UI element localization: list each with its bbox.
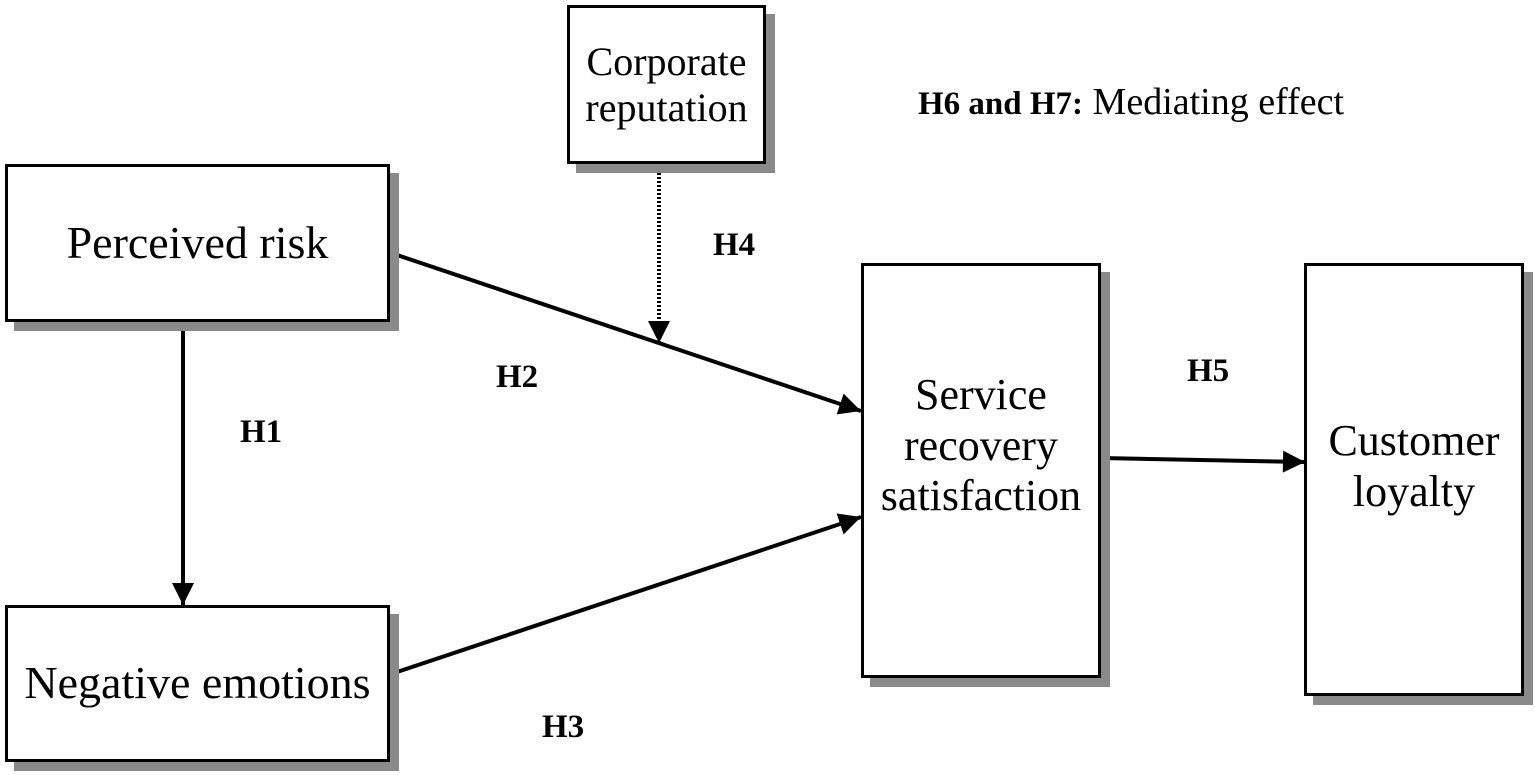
hypothesis-h3-label: H3 bbox=[542, 709, 585, 745]
customer-loyalty-label: Customer loyalty bbox=[1328, 416, 1500, 516]
service-recovery-satisfaction-label: Service recovery satisfaction bbox=[880, 370, 1082, 521]
mediating-effect-text: Mediating effect bbox=[1083, 81, 1345, 123]
service-recovery-satisfaction-box: Service recovery satisfaction bbox=[861, 263, 1101, 678]
corporate-reputation-label: Corporate reputation bbox=[585, 38, 748, 130]
arrow-h2 bbox=[390, 251, 862, 415]
arrow-h3 bbox=[390, 513, 862, 676]
hypothesis-h5-label: H5 bbox=[1187, 353, 1230, 389]
mediating-effect-note: H6 and H7: Mediating effect bbox=[918, 80, 1344, 124]
hypothesis-h4-label: H4 bbox=[713, 227, 756, 263]
hypothesis-h2-label: H2 bbox=[496, 359, 539, 395]
perceived-risk-label: Perceived risk bbox=[66, 216, 329, 268]
corporate-reputation-box: Corporate reputation bbox=[567, 5, 766, 164]
hypothesis-h1-label: H1 bbox=[240, 414, 283, 450]
arrow-h5 bbox=[1100, 450, 1306, 473]
negative-emotions-box: Negative emotions bbox=[5, 605, 390, 762]
mediating-effect-hypotheses: H6 and H7: bbox=[918, 86, 1084, 122]
negative-emotions-label: Negative emotions bbox=[24, 657, 371, 709]
perceived-risk-box: Perceived risk bbox=[5, 164, 390, 322]
customer-loyalty-box: Customer loyalty bbox=[1304, 263, 1524, 696]
